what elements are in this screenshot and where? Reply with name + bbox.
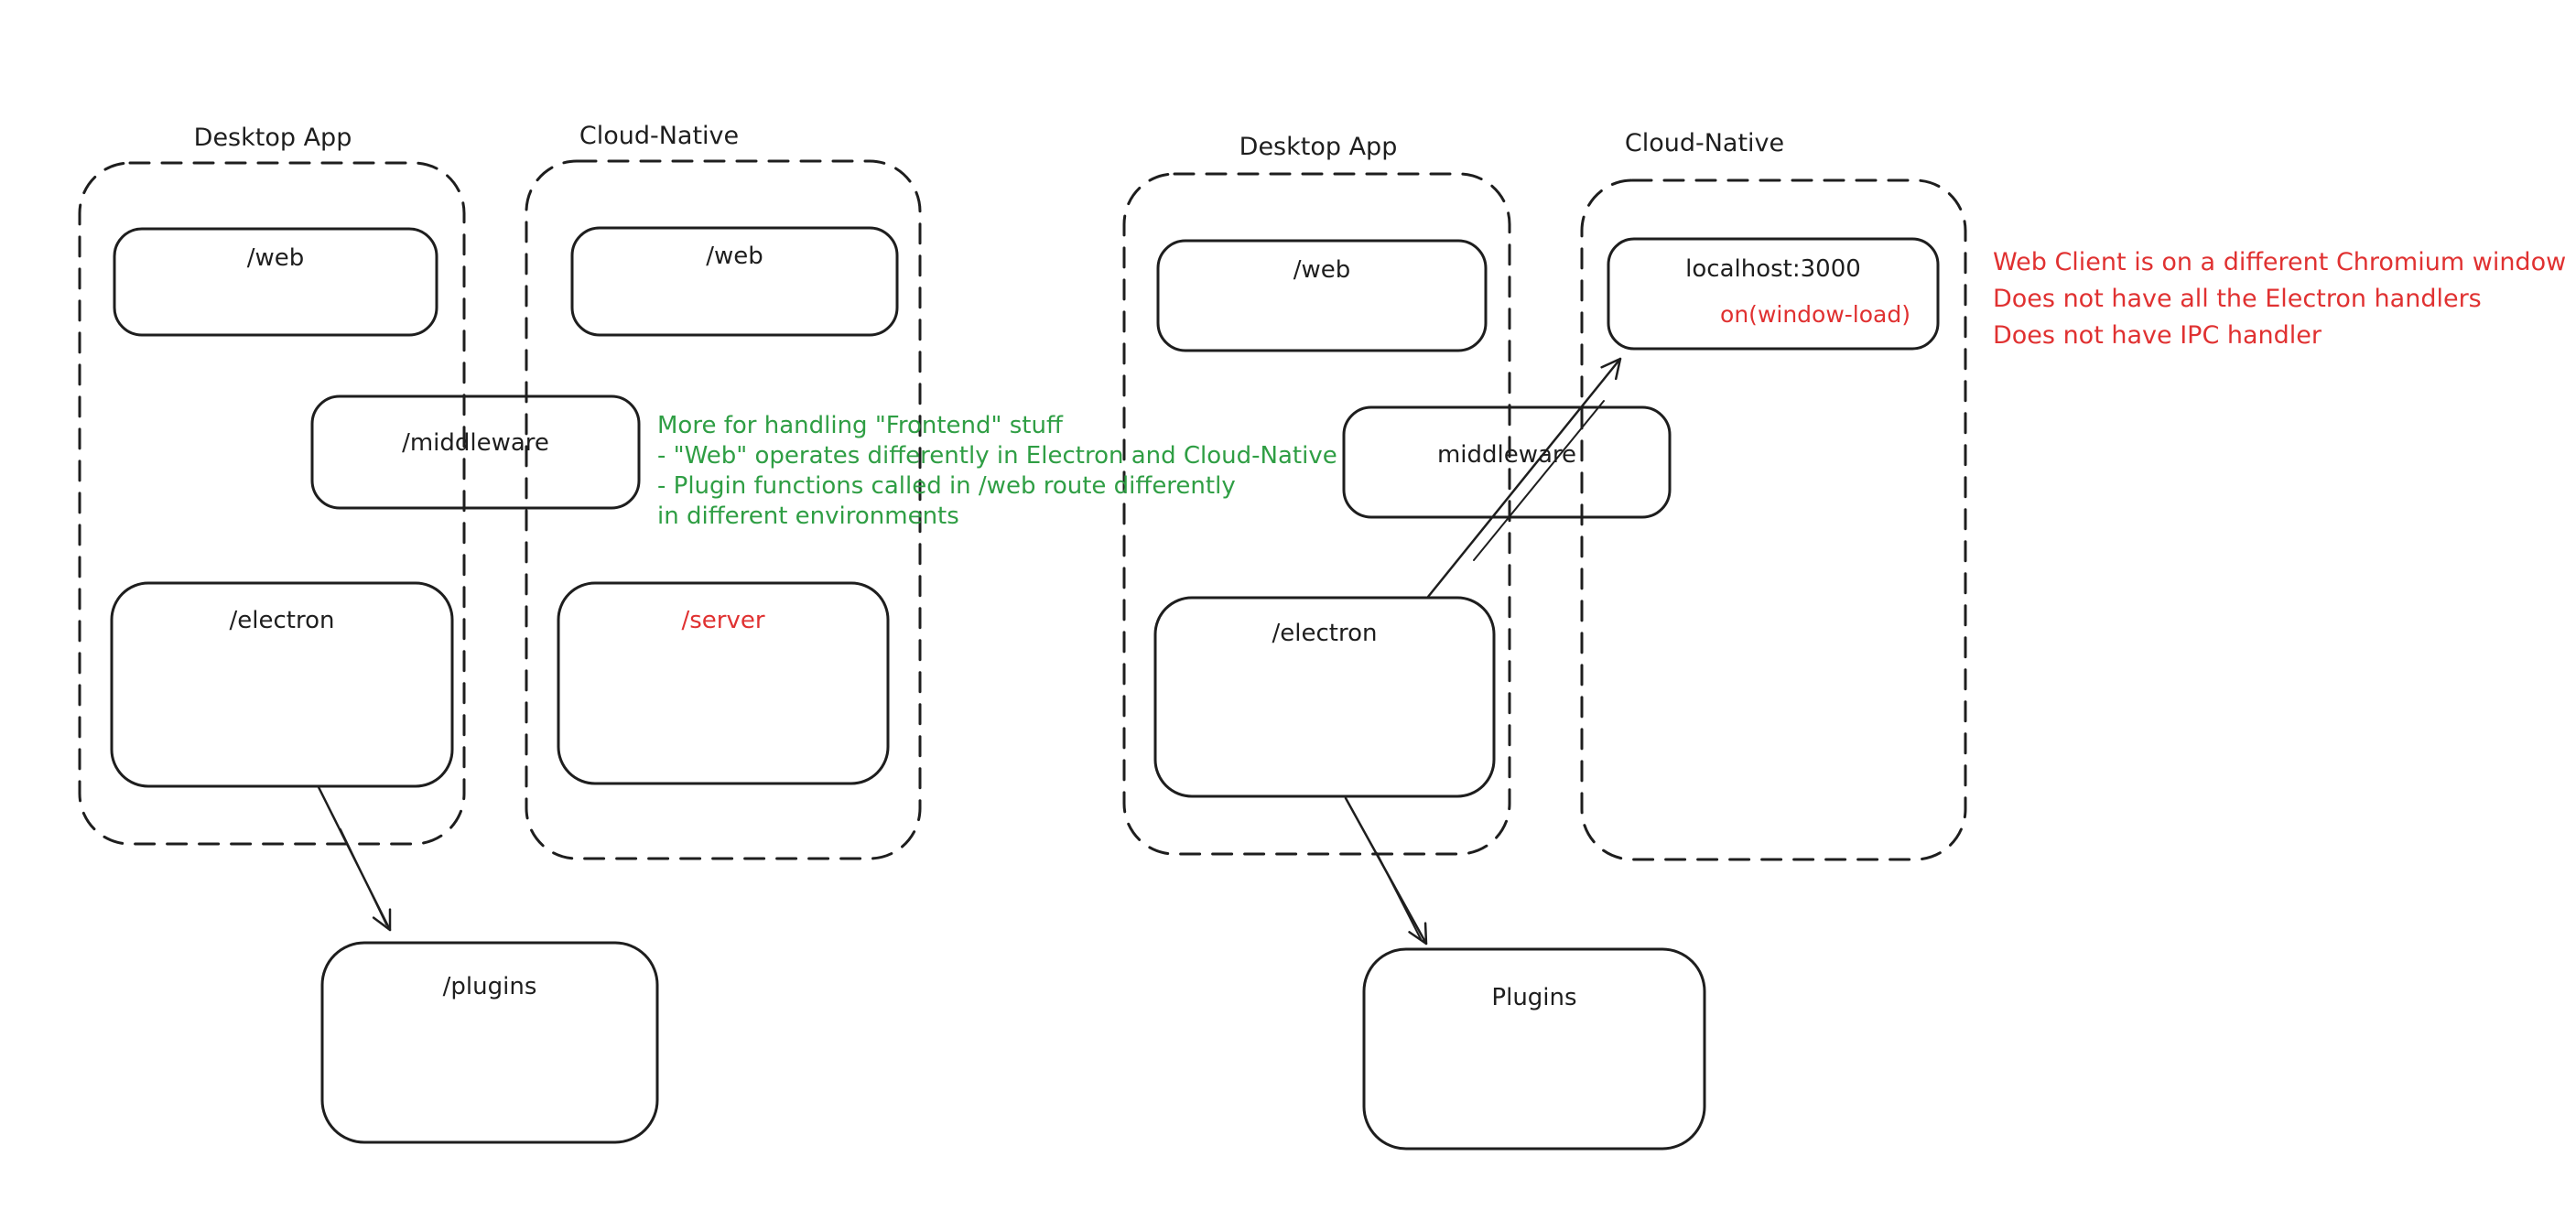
left-web-cloud-label: /web (706, 243, 763, 270)
right-electron-label: /electron (1272, 620, 1378, 647)
arrow-electron-to-localhost (1426, 357, 1622, 599)
right-electron-box (1153, 596, 1496, 798)
arrow-electron-to-localhost-extra-stroke (1473, 400, 1605, 561)
right-desktop-app-container (1122, 172, 1511, 856)
left-middleware-label: /middleware (402, 429, 549, 457)
right-middleware-label: middleware (1436, 441, 1577, 469)
left-web-desktop-box (113, 227, 438, 337)
right-cloud-native-container (1580, 178, 1967, 861)
left-plugins-box (320, 941, 659, 1144)
right-plugins-box (1362, 947, 1706, 1151)
left-web-desktop-label: /web (246, 244, 305, 272)
left-server-box (557, 581, 890, 785)
localhost-box (1607, 237, 1940, 351)
right-web-label: /web (1293, 256, 1351, 284)
left-server-label: /server (681, 607, 765, 634)
left-desktop-app-title: Desktop App (193, 124, 352, 152)
left-desktop-app-container (78, 161, 466, 846)
left-electron-box (110, 581, 454, 788)
localhost-label: localhost:3000 (1685, 255, 1861, 283)
green-note-line-1: More for handling "Frontend" stuff (657, 412, 1063, 439)
left-web-cloud-box (570, 226, 899, 337)
green-note-line-4: in different environments (657, 503, 959, 530)
green-note: More for handling "Frontend" stuff - "We… (657, 411, 1337, 532)
window-load-label: on(window-load) (1720, 301, 1910, 328)
green-note-line-2: - "Web" operates differently in Electron… (657, 442, 1337, 470)
right-cloud-native-title: Cloud-Native (1624, 129, 1785, 157)
left-electron-label: /electron (229, 607, 335, 634)
arrow-electron-to-plugins-left-extra-stroke (340, 828, 387, 925)
left-cloud-native-container (525, 159, 922, 860)
left-cloud-native-title: Cloud-Native (579, 122, 740, 150)
right-web-box (1156, 239, 1488, 352)
right-plugins-label: Plugins (1491, 984, 1577, 1011)
green-note-line-3: - Plugin functions called in /web route … (657, 472, 1236, 500)
red-note-line-2: Does not have all the Electron handlers (1993, 285, 2482, 313)
right-desktop-app-title: Desktop App (1239, 133, 1398, 161)
left-plugins-label: /plugins (442, 973, 537, 1000)
right-middleware-box (1342, 405, 1672, 519)
left-middleware-box (310, 394, 641, 510)
red-note: Web Client is on a different Chromium wi… (1993, 244, 2566, 354)
arrow-electron-to-plugins-right-extra-stroke (1376, 852, 1422, 940)
red-note-line-1: Web Client is on a different Chromium wi… (1993, 248, 2567, 276)
red-note-line-3: Does not have IPC handler (1993, 321, 2322, 350)
